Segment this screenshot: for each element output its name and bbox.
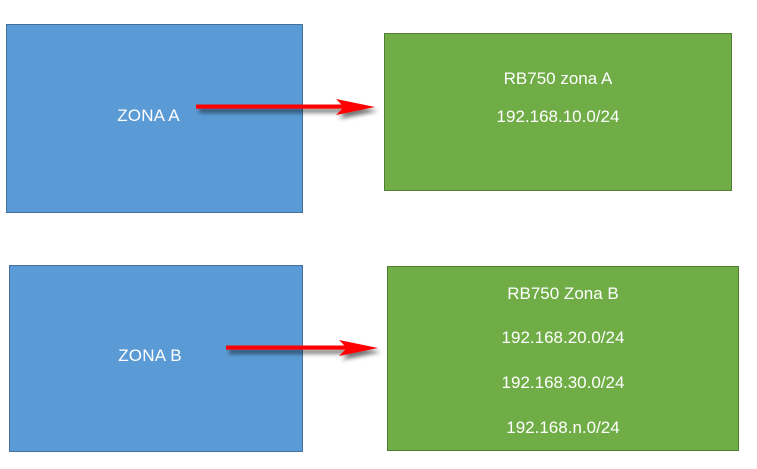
router-box-b-network-3: 192.168.n.0/24 <box>506 417 620 437</box>
router-box-b-network-1: 192.168.20.0/24 <box>501 328 625 348</box>
router-box-a[interactable]: RB750 zona A 192.168.10.0/24 <box>384 33 732 191</box>
router-box-b[interactable]: RB750 Zona B 192.168.20.0/24 192.168.30.… <box>387 266 739 451</box>
router-box-b-title: RB750 Zona B <box>507 283 619 303</box>
zone-box-b[interactable]: ZONA B <box>9 265 303 452</box>
router-box-a-title: RB750 zona A <box>503 69 613 89</box>
zone-box-b-label: ZONA B <box>118 346 182 366</box>
router-box-a-lines: RB750 zona A 192.168.10.0/24 <box>385 69 731 126</box>
router-box-a-network-1: 192.168.10.0/24 <box>496 107 620 126</box>
router-box-b-network-2: 192.168.30.0/24 <box>501 373 625 392</box>
zone-box-a[interactable]: ZONA A <box>6 24 303 213</box>
zone-box-a-label: ZONA A <box>117 106 180 126</box>
router-box-b-lines: RB750 Zona B 192.168.20.0/24 192.168.30.… <box>388 284 738 437</box>
